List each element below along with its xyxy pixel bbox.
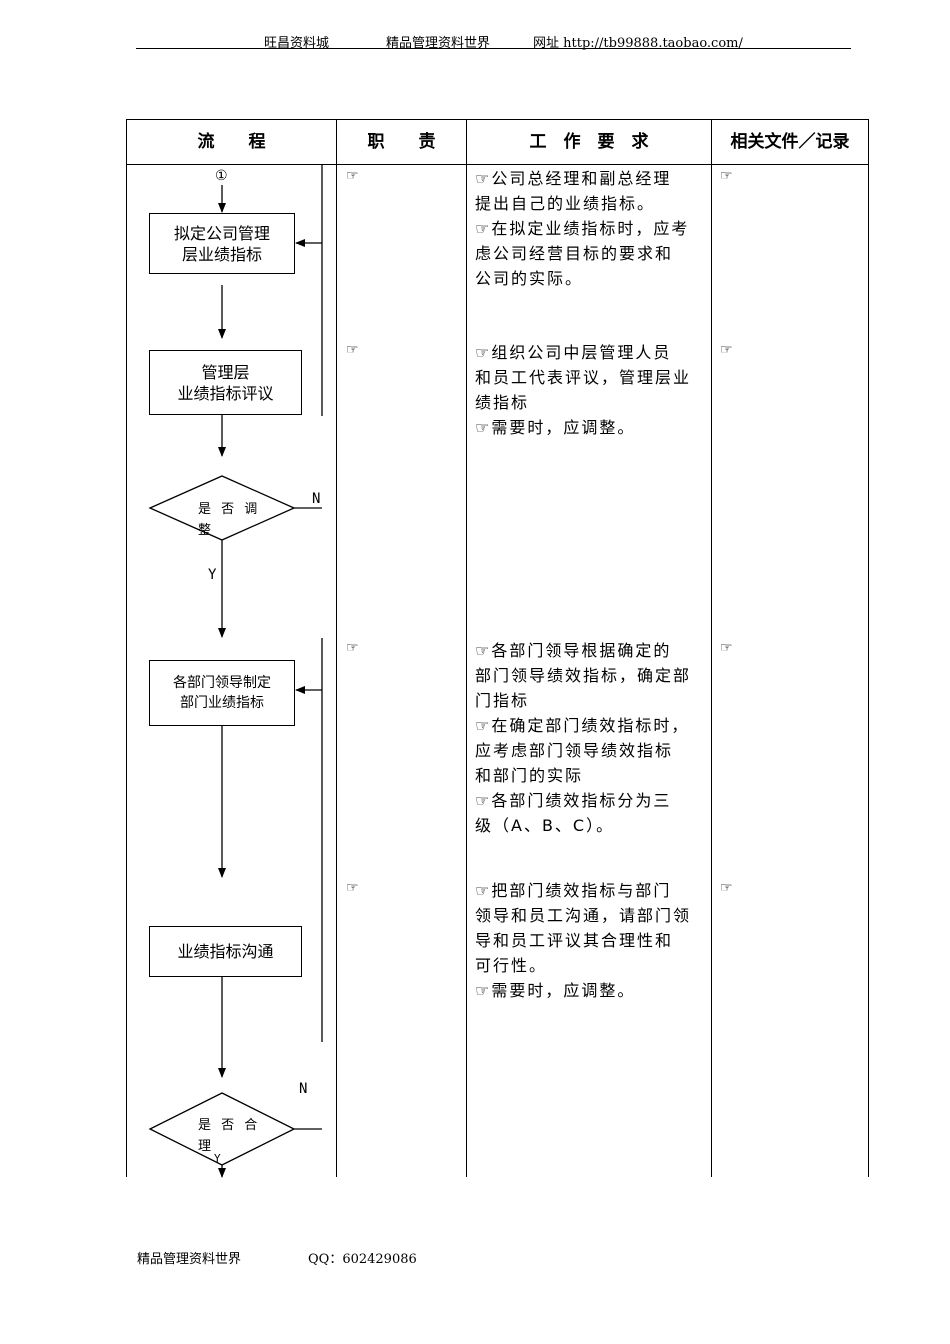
table-col-divider-2 bbox=[466, 119, 467, 1177]
responsibility-marker: ☞ bbox=[346, 168, 359, 184]
requirement-text-4: ☞把部门绩效指标与部门 领导和员工沟通，请部门领 导和员工评议其合理性和 可行性… bbox=[475, 881, 692, 1000]
decision1-diamond bbox=[148, 475, 296, 541]
column-header-responsibility: 职 责 bbox=[367, 132, 436, 152]
decision1-yes-label: Y bbox=[208, 567, 217, 583]
step-department-indicators: 各部门领导制定 部门业绩指标 bbox=[149, 660, 295, 726]
table-col-divider-3 bbox=[711, 119, 712, 1177]
responsibility-marker: ☞ bbox=[346, 880, 359, 896]
decision2-no-label: N bbox=[299, 1081, 308, 1097]
column-header-documents: 相关文件／记录 bbox=[730, 132, 850, 152]
document-marker: ☞ bbox=[720, 640, 733, 656]
requirement-text-2: ☞组织公司中层管理人员 和员工代表评议，管理层业 绩指标 ☞需要时，应调整。 bbox=[475, 343, 692, 437]
step-indicator-communication: 业绩指标沟通 bbox=[149, 926, 302, 977]
document-marker: ☞ bbox=[720, 168, 733, 184]
decision-reasonable-label: 是 否 合 理 bbox=[198, 1118, 261, 1154]
header-website: 网址 http://tb99888.taobao.com/ bbox=[533, 36, 743, 51]
step-draft-management-indicators: 拟定公司管理 层业绩指标 bbox=[149, 213, 295, 274]
header-shop-name: 旺昌资料城 bbox=[264, 36, 330, 51]
decision2-yes-label: Y bbox=[214, 1152, 221, 1165]
requirement-text-3: ☞各部门领导根据确定的 部门领导绩效指标，确定部 门指标 ☞在确定部门绩效指标时… bbox=[475, 641, 692, 835]
responsibility-marker: ☞ bbox=[346, 640, 359, 656]
header-world-name: 精品管理资料世界 bbox=[386, 36, 491, 51]
header-divider bbox=[136, 48, 851, 49]
start-connector: ① bbox=[215, 168, 228, 184]
table-right-border bbox=[868, 119, 869, 1177]
decision2-diamond bbox=[148, 1092, 296, 1166]
table-left-border bbox=[126, 119, 127, 1177]
footer-qq: QQ：602429086 bbox=[308, 1252, 417, 1267]
table-top-border bbox=[126, 119, 869, 120]
responsibility-marker: ☞ bbox=[346, 342, 359, 358]
table-col-divider-1 bbox=[336, 119, 337, 1177]
document-marker: ☞ bbox=[720, 880, 733, 896]
decision-adjust-label: 是 否 调 整 bbox=[198, 502, 261, 538]
decision1-no-label: N bbox=[312, 491, 321, 507]
document-marker: ☞ bbox=[720, 342, 733, 358]
step-management-indicator-review: 管理层 业绩指标评议 bbox=[149, 350, 302, 415]
column-header-requirements: 工 作 要 求 bbox=[529, 132, 649, 152]
footer-world-name: 精品管理资料世界 bbox=[137, 1252, 242, 1267]
requirement-text-1: ☞公司总经理和副总经理 提出自己的业绩指标。 ☞在拟定业绩指标时，应考 虑公司经… bbox=[475, 169, 690, 288]
page-header: 旺昌资料城 精品管理资料世界 网址 http://tb99888.taobao.… bbox=[0, 32, 950, 51]
table-header-border bbox=[126, 164, 869, 165]
column-header-process: 流 程 bbox=[197, 132, 266, 152]
